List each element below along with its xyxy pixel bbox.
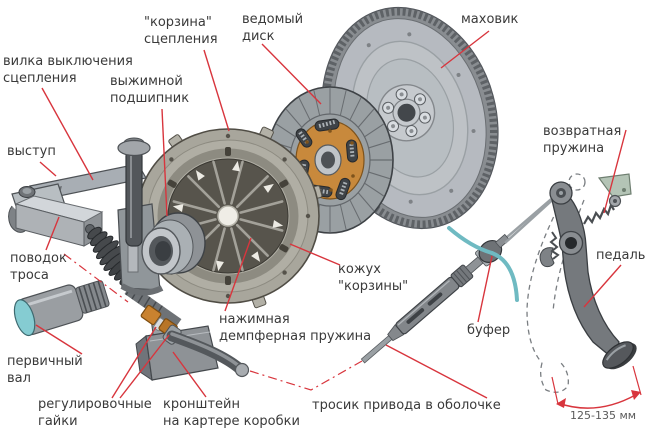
leader-bracket [172, 351, 207, 398]
leader-input-shaft [35, 324, 83, 355]
leader-return-spring [603, 129, 627, 214]
label-cable-lead: поводок троса [10, 251, 67, 284]
label-lug: выступ [7, 144, 56, 159]
leader-damper-spring [224, 237, 252, 312]
pedal-pad [602, 341, 637, 370]
leader-buffer [477, 255, 493, 323]
label-pedal-travel: 125-135 мм [570, 409, 637, 422]
leader-drive-cable [385, 344, 488, 399]
leader-lug [39, 161, 57, 177]
leader-basket-cover [289, 243, 341, 266]
label-release-bearing: выжимной подшипник [110, 74, 190, 107]
label-driven-disc: ведомый диск [242, 12, 304, 45]
label-flywheel: маховик [461, 12, 519, 27]
leader-release-fork [41, 87, 94, 181]
pedal-travel-dimension [551, 365, 642, 409]
label-adjusting-nuts: регулировочные гайки [38, 397, 152, 430]
label-release-fork: вилка выключения сцепления [3, 54, 133, 87]
label-pedal: педаль [596, 248, 646, 263]
release-bearing [141, 212, 206, 275]
label-damper-spring: нажимная демпферная пружина [219, 312, 372, 345]
label-return-spring: возвратная пружина [543, 124, 622, 157]
pedal [504, 181, 637, 370]
leader-flywheel [440, 30, 490, 69]
cable-centerline [63, 253, 363, 391]
leader-release-bearing [161, 108, 168, 217]
input-shaft-face [13, 299, 36, 337]
diaphragm-fingers [172, 160, 284, 272]
return-spring [549, 202, 615, 260]
flywheel-hub [377, 84, 436, 142]
sheath-elbow [162, 324, 250, 378]
label-input-shaft: первичный вал [7, 354, 83, 387]
leader-pedal [583, 264, 622, 308]
leader-nuts-1 [111, 326, 157, 399]
leader-driven-disc [261, 43, 322, 105]
label-basket-cover: кожух "корзины" [338, 262, 409, 295]
fork-pivot-shaft [117, 137, 151, 273]
input-shaft [13, 280, 110, 337]
leader-cable-lead [45, 216, 60, 251]
diaphragm-center-hole [217, 205, 239, 227]
leader-clutch-basket [203, 49, 230, 132]
label-buffer: буфер [467, 323, 511, 338]
leader-nuts-2 [119, 334, 170, 399]
leader-lines [35, 30, 627, 399]
label-clutch-basket: "корзина" сцепления [144, 15, 218, 48]
label-drive-cable: тросик привода в оболочке [312, 398, 501, 413]
retainer-clip [447, 226, 519, 302]
label-bracket: кронштейн на картере коробки [163, 397, 300, 430]
spring-bracket [597, 173, 632, 208]
